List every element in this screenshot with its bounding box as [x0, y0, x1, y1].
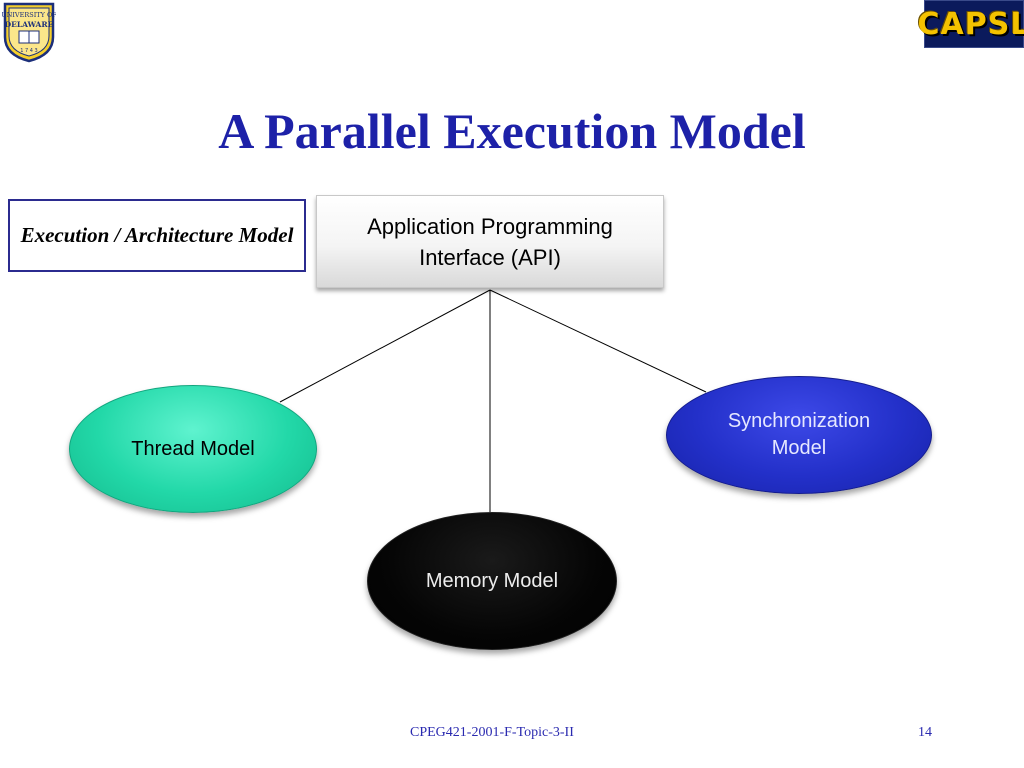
svg-text:DELAWARE: DELAWARE [5, 20, 54, 29]
page-number: 14 [918, 725, 932, 740]
connector-thread [279, 289, 491, 403]
slide-title: A Parallel Execution Model [218, 103, 806, 159]
svg-text:UNIVERSITY OF: UNIVERSITY OF [2, 11, 56, 19]
execution-architecture-model-label: Execution / Architecture Model [8, 199, 306, 272]
memory-model-node: Memory Model [367, 512, 617, 650]
university-of-delaware-logo: UNIVERSITY OF DELAWARE 1 7 4 3 [1, 1, 57, 63]
svg-text:1 7 4 3: 1 7 4 3 [20, 48, 38, 54]
api-box: Application Programming Interface (API) [316, 195, 664, 288]
api-label: Application Programming Interface (API) [367, 213, 613, 270]
capsl-logo-text: CAPSL [917, 6, 1024, 42]
connector-sync [489, 289, 707, 393]
thread-model-node: Thread Model [69, 385, 317, 513]
footer-text: CPEG421-2001-F-Topic-3-II [410, 725, 574, 740]
memory-model-label: Memory Model [425, 569, 559, 592]
thread-model-label: Thread Model [131, 437, 255, 460]
synchronization-model-label: Synchronization Model [727, 410, 871, 459]
synchronization-model-node: Synchronization Model [666, 376, 932, 494]
